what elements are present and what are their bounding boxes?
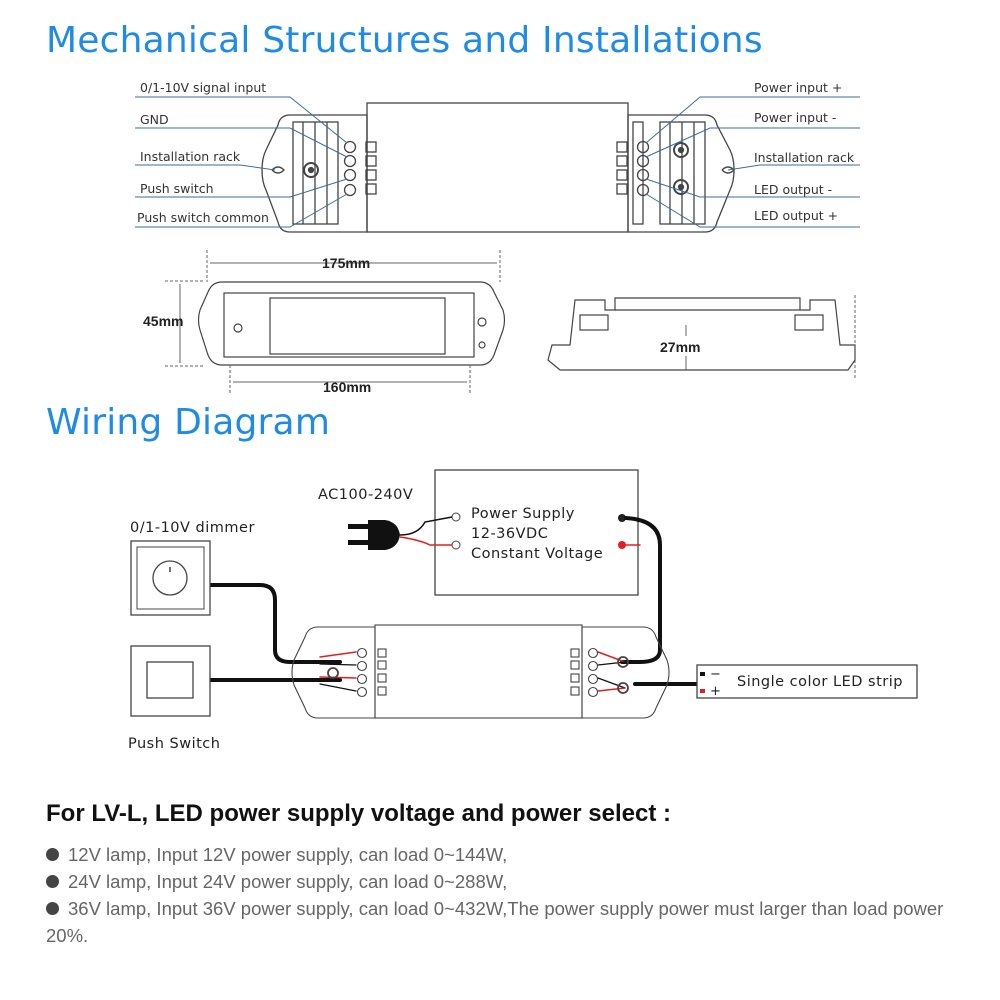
power-supply-type: Constant Voltage — [471, 546, 603, 562]
bullet-icon — [46, 848, 59, 861]
power-supply-box — [434, 469, 639, 596]
led-strip-label: Single color LED strip — [737, 674, 903, 690]
dim-175mm: 175mm — [322, 255, 370, 271]
label-signal-input: 0/1-10V signal input — [140, 80, 266, 95]
push-switch-icon — [130, 645, 211, 717]
label-gnd: GND — [140, 112, 169, 127]
bullet-icon — [46, 902, 59, 915]
front-view-drawing — [197, 281, 506, 366]
note-text: 36V lamp, Input 36V power supply, can lo… — [46, 898, 944, 946]
svg-text:−: − — [710, 667, 721, 682]
bullet-icon — [46, 875, 59, 888]
power-supply-title: Power Supply — [471, 506, 575, 522]
dim-160mm: 160mm — [323, 379, 371, 395]
note-text: 12V lamp, Input 12V power supply, can lo… — [68, 844, 508, 865]
controller-wiring-view — [291, 624, 670, 719]
label-led-output-plus: LED output + — [754, 208, 838, 223]
wires — [208, 516, 702, 692]
leader-lines — [135, 96, 860, 228]
label-installation-rack-right: Installation rack — [754, 150, 855, 165]
note-item: 36V lamp, Input 36V power supply, can lo… — [46, 895, 946, 949]
ac-plug-icon — [348, 516, 453, 550]
notes-heading: For LV-L, LED power supply voltage and p… — [46, 800, 671, 827]
controller-top-view — [261, 102, 735, 233]
ac-label: AC100-240V — [318, 487, 413, 503]
label-power-input-minus: Power input - — [754, 110, 836, 125]
dim-27mm: 27mm — [660, 339, 700, 355]
mechanical-title: Mechanical Structures and Installations — [46, 20, 763, 61]
dimmer-label: 0/1-10V dimmer — [130, 520, 255, 536]
led-strip-icon: −+ — [696, 664, 918, 699]
note-item: 12V lamp, Input 12V power supply, can lo… — [46, 841, 946, 868]
side-view-drawing — [547, 297, 856, 371]
push-switch-label: Push Switch — [128, 736, 220, 752]
note-item: 24V lamp, Input 24V power supply, can lo… — [46, 868, 946, 895]
label-push-switch-common: Push switch common — [137, 210, 269, 225]
label-installation-rack-left: Installation rack — [140, 149, 241, 164]
dimension-lines — [165, 250, 856, 395]
svg-text:+: + — [710, 684, 721, 699]
label-push-switch: Push switch — [140, 181, 214, 196]
power-supply-voltage: 12-36VDC — [471, 526, 548, 542]
note-text: 24V lamp, Input 24V power supply, can lo… — [68, 871, 508, 892]
dim-45mm: 45mm — [143, 313, 183, 329]
label-led-output-minus: LED output - — [754, 182, 832, 197]
wiring-title: Wiring Diagram — [46, 402, 331, 443]
label-power-input-plus: Power input + — [754, 80, 842, 95]
dimmer-icon — [130, 540, 211, 616]
